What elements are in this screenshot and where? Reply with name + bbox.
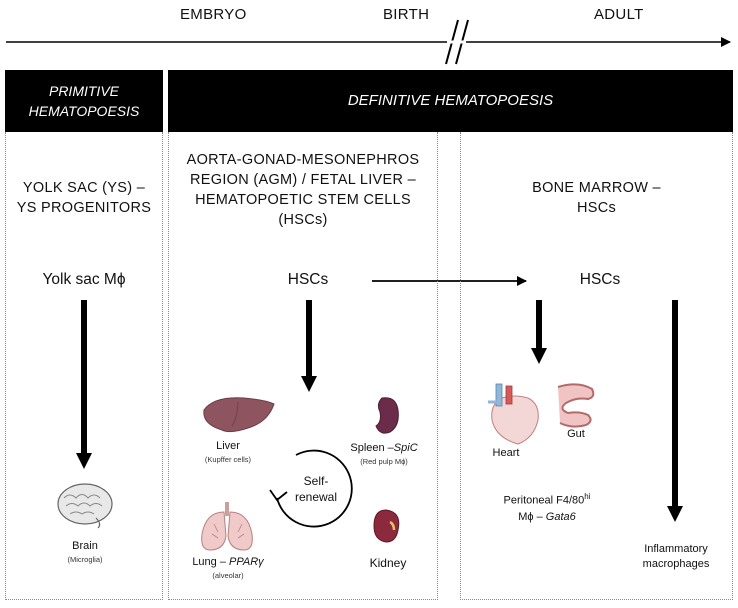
- peritoneal-macrophage: Mϕ –: [518, 510, 543, 523]
- title-agm: AORTA-GONAD-MESONEPHROS REGION (AGM) / F…: [168, 150, 438, 230]
- node-yolk-sac-macrophage: Yolk sac Mϕ: [42, 271, 126, 288]
- spleen-name: Spleen –: [350, 442, 394, 454]
- peritoneal-sup: hi: [584, 492, 591, 501]
- inflammatory-line1: Inflammatory: [644, 543, 708, 555]
- header-definitive-label: DEFINITIVE HEMATOPOESIS: [347, 92, 554, 109]
- timeline-birth-label: BIRTH: [383, 6, 430, 23]
- liver-label: Liver (Kupffer cells): [188, 440, 268, 466]
- lung-icon: [201, 502, 253, 551]
- brain-name: Brain: [72, 540, 98, 552]
- brain-subtitle: (Microglia): [67, 555, 103, 564]
- peritoneal-label: Peritoneal F4/80hi Mϕ – Gata6: [472, 489, 622, 525]
- header-primitive-line2: HEMATOPOESIS: [28, 103, 140, 119]
- peritoneal-gene: Gata6: [545, 510, 576, 523]
- heart-icon: [488, 383, 539, 445]
- self-renewal-label: Self- renewal: [288, 473, 344, 505]
- spleen-subtitle: (Red pulp Mϕ): [360, 457, 408, 466]
- title-bone-marrow: BONE MARROW – HSCs: [460, 178, 733, 218]
- timeline-break-mark: [445, 19, 469, 65]
- heart-label: Heart: [492, 447, 520, 459]
- title-agm-line1: AORTA-GONAD-MESONEPHROS: [186, 152, 420, 168]
- panel-yolk-sac: [5, 132, 163, 600]
- gut-label: Gut: [567, 428, 585, 440]
- title-yolk-sac: YOLK SAC (YS) – YS PROGENITORS: [5, 178, 163, 218]
- self-renewal-cycle-icon: [269, 449, 353, 528]
- panel-bone-marrow: [460, 132, 733, 600]
- kidney-label: Kidney: [369, 556, 407, 570]
- title-bone-marrow-line2: HSCs: [576, 200, 617, 216]
- inflammatory-line2: macrophages: [642, 558, 710, 570]
- inflammatory-label: Inflammatory macrophages: [628, 542, 724, 572]
- title-yolk-sac-line2: YS PROGENITORS: [16, 200, 152, 216]
- lung-gene: PPARγ: [229, 556, 264, 568]
- panel-agm: [168, 132, 438, 600]
- gut-icon: [557, 383, 595, 428]
- header-primitive-hematopoesis: PRIMITIVE HEMATOPOESIS: [5, 70, 163, 132]
- kidney-icon: [373, 509, 400, 543]
- node-hsc-embryo: HSCs: [287, 271, 329, 288]
- header-definitive-hematopoesis: DEFINITIVE HEMATOPOESIS: [168, 70, 733, 132]
- title-agm-line4: (HSCs): [278, 212, 328, 228]
- peritoneal-line2: Mϕ – Gata6: [472, 509, 622, 525]
- node-hsc-adult: HSCs: [579, 271, 621, 288]
- title-agm-line3: HEMATOPOETIC STEM CELLS: [195, 192, 411, 208]
- spleen-gene: SpiC: [393, 442, 418, 454]
- peritoneal-line1: Peritoneal F4/80hi: [472, 489, 622, 509]
- lung-subtitle: (alveolar): [212, 571, 244, 580]
- brain-icon: [57, 483, 113, 529]
- brain-label: Brain (Microglia): [40, 540, 130, 566]
- lung-label: Lung – PPARγ (alveolar): [182, 556, 274, 582]
- title-agm-line2: REGION (AGM) / FETAL LIVER –: [190, 172, 416, 188]
- timeline-embryo-label: EMBRYO: [180, 6, 247, 23]
- self-renewal-line2: renewal: [294, 490, 338, 504]
- header-primitive-line1: PRIMITIVE: [48, 83, 119, 99]
- lung-name: Lung –: [192, 556, 226, 568]
- title-yolk-sac-line1: YOLK SAC (YS) –: [22, 180, 146, 196]
- peritoneal-text: Peritoneal F4/80: [503, 494, 585, 507]
- spleen-icon: [375, 397, 399, 434]
- title-bone-marrow-line1: BONE MARROW –: [532, 180, 661, 196]
- spleen-label: Spleen –SpiC (Red pulp Mϕ): [332, 442, 436, 468]
- liver-subtitle: (Kupffer cells): [204, 455, 252, 464]
- self-renewal-line1: Self-: [303, 474, 329, 488]
- liver-name: Liver: [216, 440, 240, 452]
- liver-icon: [203, 397, 275, 433]
- timeline-adult-label: ADULT: [594, 6, 644, 23]
